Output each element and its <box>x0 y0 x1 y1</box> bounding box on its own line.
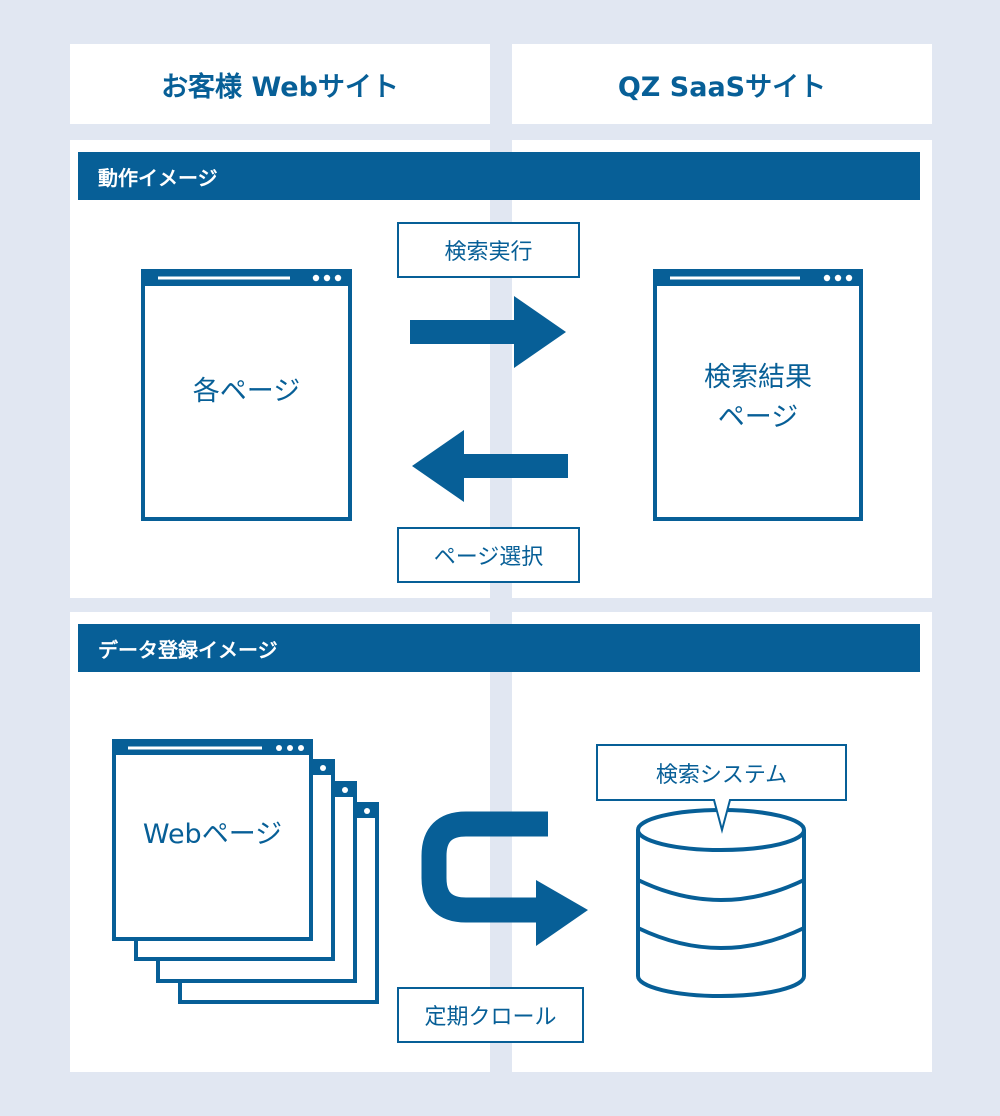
search-system-bubble <box>596 744 847 834</box>
client-page-window-icon <box>141 269 352 521</box>
result-page-label: 検索結果 ページ <box>657 358 859 438</box>
result-page-label-line1: 検索結果 <box>704 362 812 393</box>
left-arrow-icon <box>412 430 568 502</box>
web-pages-label: Webページ <box>142 819 283 850</box>
crawl-label: 定期クロール <box>397 987 584 1043</box>
result-page-window-icon <box>653 269 863 521</box>
web-pages-stack-icon <box>112 739 379 1004</box>
database-icon <box>636 808 806 998</box>
registration-section-title: データ登録イメージ <box>78 624 920 672</box>
operation-section-title: 動作イメージ <box>78 152 920 200</box>
crawl-arrow-icon <box>421 811 588 946</box>
client-page-label: 各ページ <box>192 376 301 407</box>
search-action-label: 検索実行 <box>397 222 580 278</box>
client-site-header: お客様 Webサイト <box>70 44 490 124</box>
page-select-label: ページ選択 <box>397 527 580 583</box>
result-page-label-line2: ページ <box>717 402 799 433</box>
right-arrow-icon <box>410 296 566 368</box>
saas-site-header: QZ SaaSサイト <box>512 44 932 124</box>
search-system-label: 検索システム <box>655 762 788 788</box>
